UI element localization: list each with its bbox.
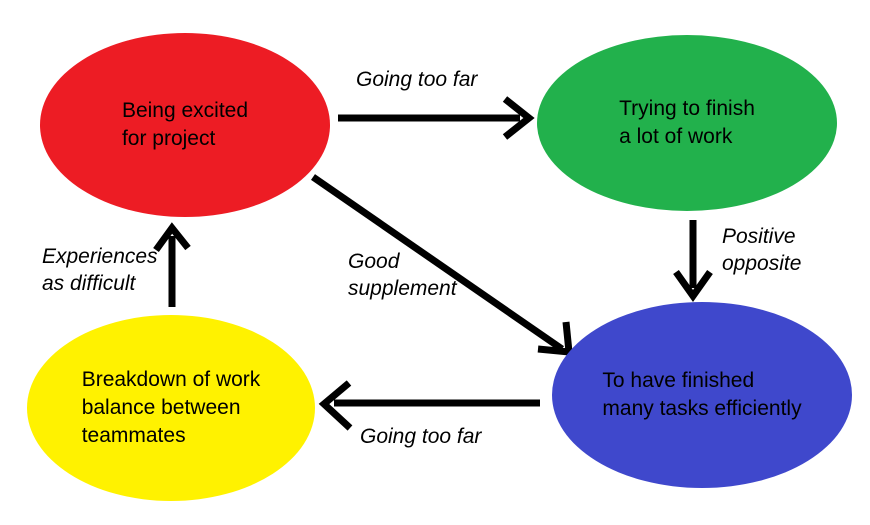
arrow-breakdown-to-excited [153,222,191,307]
node-have-finished-tasks: To have finished many tasks efficiently [552,302,852,488]
node-label-breakdown: Breakdown of work balance between teamma… [81,368,261,447]
edge-label-going-too-far-top: Going too far [356,68,478,91]
node-label-trying-to-finish: Trying to finish a lot of work [619,97,755,148]
edge-label-positive-opposite: Positive opposite [722,225,802,276]
arrow-excited-to-trying [338,96,535,140]
arrow-finished-to-breakdown [318,380,540,431]
node-breakdown-work-balance: Breakdown of work balance between teamma… [27,315,315,501]
node-being-excited-for-project: Being excited for project [40,33,330,217]
edge-label-experiences-as-difficult: Experiences as difficult [42,245,158,296]
edge-label-going-too-far-bottom: Going too far [360,425,482,448]
node-trying-to-finish-work: Trying to finish a lot of work [537,35,837,211]
node-label-being-excited: Being excited for project [121,99,249,150]
edge-label-good-supplement: Good supplement [348,250,457,301]
arrow-trying-to-finished [673,220,713,303]
node-label-have-finished: To have finished many tasks efficiently [602,369,802,420]
